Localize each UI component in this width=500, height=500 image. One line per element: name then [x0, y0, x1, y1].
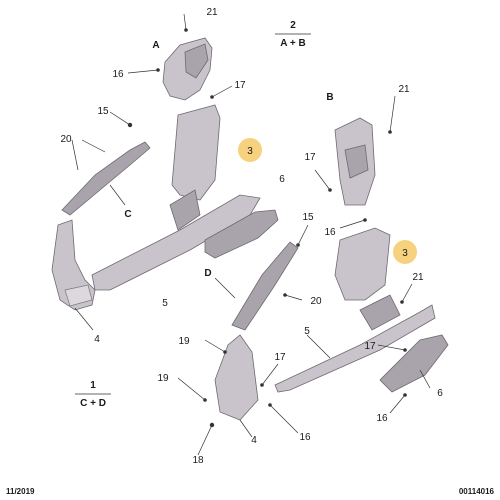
part-c-door-seal: [61, 141, 151, 216]
callout-16-b: 16: [324, 227, 336, 238]
part-3-left-pillar-trim: [171, 104, 221, 201]
part-3-right-pillar-trim: [334, 227, 391, 301]
callout-17-b: 17: [304, 152, 316, 163]
fastener-dots: [127, 28, 407, 428]
callout-19-b: 19: [157, 373, 169, 384]
leader-lines: [71, 13, 431, 456]
callout-15-b: 15: [302, 212, 314, 223]
callout-16-d: 16: [299, 432, 311, 443]
part-4-lower-pillar-trim: [214, 334, 259, 421]
callout-21-top: 21: [206, 7, 218, 18]
part-5-right-sill-trim: [274, 294, 436, 393]
callout-b: B: [326, 92, 333, 103]
callout-1: 1: [90, 380, 96, 391]
callout-17-d: 17: [364, 341, 376, 352]
part-b-rear-upper-trim: [334, 117, 376, 206]
callout-5-b: 5: [304, 326, 310, 337]
highlight-3-left: [238, 138, 262, 162]
callout-20-b: 20: [310, 296, 322, 307]
part-a-upper-pillar-trim: [162, 37, 213, 101]
callout-16-c: 16: [376, 413, 388, 424]
callout-15-a: 15: [97, 106, 109, 117]
callout-4-b: 4: [251, 435, 257, 446]
callout-21-c: 21: [412, 272, 424, 283]
callout-a: A: [152, 40, 159, 51]
part-6-rear-bracket: [379, 334, 449, 393]
callout-19-a: 19: [178, 336, 190, 347]
callout-1-sub: C + D: [80, 398, 106, 409]
callout-18: 18: [192, 455, 204, 466]
footer-ref: 00114016: [458, 487, 494, 496]
callout-17-c: 17: [274, 352, 286, 363]
footer-date: 11/2019: [6, 487, 35, 496]
part-5-left-sill-trim: [91, 189, 261, 291]
part-4-kick-panel: [51, 219, 96, 311]
callout-6-b: 6: [437, 388, 443, 399]
callout-21-b: 21: [398, 84, 410, 95]
callout-3-a: 3: [247, 146, 253, 157]
callout-20-a: 20: [60, 134, 72, 145]
callout-d: D: [204, 268, 211, 279]
callout-3-b: 3: [402, 248, 408, 259]
callout-c: C: [124, 209, 131, 220]
callout-2: 2: [290, 20, 296, 31]
part-6-sill-bracket: [204, 209, 279, 259]
highlight-3-right: [393, 240, 417, 264]
callout-5-a: 5: [162, 298, 168, 309]
callout-4-a: 4: [94, 334, 100, 345]
callout-2-sub: A + B: [280, 38, 305, 49]
callout-17-a: 17: [234, 80, 246, 91]
callout-16-a: 16: [112, 69, 124, 80]
part-d-pillar-seal: [231, 241, 299, 331]
callout-6-a: 6: [279, 174, 285, 185]
